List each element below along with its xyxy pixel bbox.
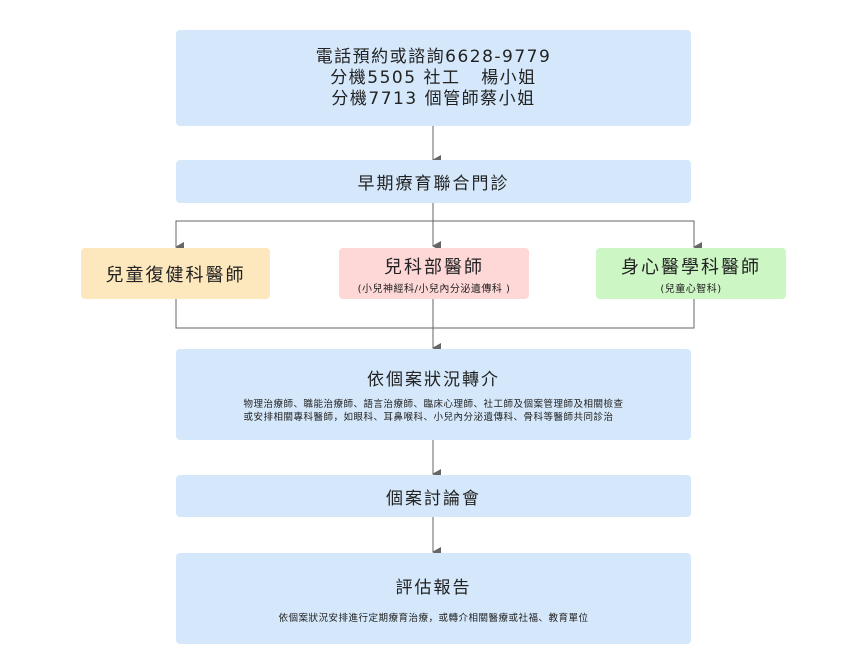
pediatrics-doctor-title: 兒科部醫師 [384, 256, 484, 278]
contact-social-worker: 分機5505 社工 楊小姐 [330, 67, 537, 88]
joint-clinic-box: 早期療育聯合門診 [176, 160, 691, 203]
psychiatry-doctor-subtitle: (兒童心智科) [660, 283, 722, 295]
contact-box: 電話預約或諮詢6628-9779 分機5505 社工 楊小姐 分機7713 個管… [176, 30, 691, 126]
joint-clinic-title: 早期療育聯合門診 [357, 174, 510, 194]
case-conference-box: 個案討論會 [176, 475, 691, 517]
rehab-doctor-title: 兒童復健科醫師 [105, 264, 246, 286]
connector-split [175, 220, 695, 246]
case-conference-title: 個案討論會 [386, 488, 481, 509]
contact-case-manager: 分機7713 個管師蔡小姐 [331, 88, 536, 109]
rehab-doctor-box: 兒童復健科醫師 [81, 248, 270, 299]
referral-description: 物理治療師、職能治療師、語言治療師、臨床心理師、社工師及個案管理師及相關檢查或安… [243, 399, 624, 423]
pediatrics-doctor-box: 兒科部醫師 (小兒神經科/小兒內分泌遺傳科 ) [339, 248, 529, 299]
contact-phone: 電話預約或諮詢6628-9779 [315, 46, 552, 67]
referral-title: 依個案狀況轉介 [367, 370, 500, 390]
referral-box: 依個案狀況轉介 物理治療師、職能治療師、語言治療師、臨床心理師、社工師及個案管理… [176, 349, 691, 440]
pediatrics-doctor-subtitle: (小兒神經科/小兒內分泌遺傳科 ) [357, 283, 511, 295]
psychiatry-doctor-box: 身心醫學科醫師 (兒童心智科) [596, 248, 786, 299]
psychiatry-doctor-title: 身心醫學科醫師 [621, 256, 761, 278]
connector-merge [175, 299, 695, 329]
assessment-report-title: 評估報告 [395, 578, 472, 598]
assessment-report-box: 評估報告 依個案狀況安排進行定期療育治療，或轉介相關醫療或社福、教育單位 [176, 553, 691, 644]
assessment-report-description: 依個案狀況安排進行定期療育治療，或轉介相關醫療或社福、教育單位 [278, 613, 589, 624]
